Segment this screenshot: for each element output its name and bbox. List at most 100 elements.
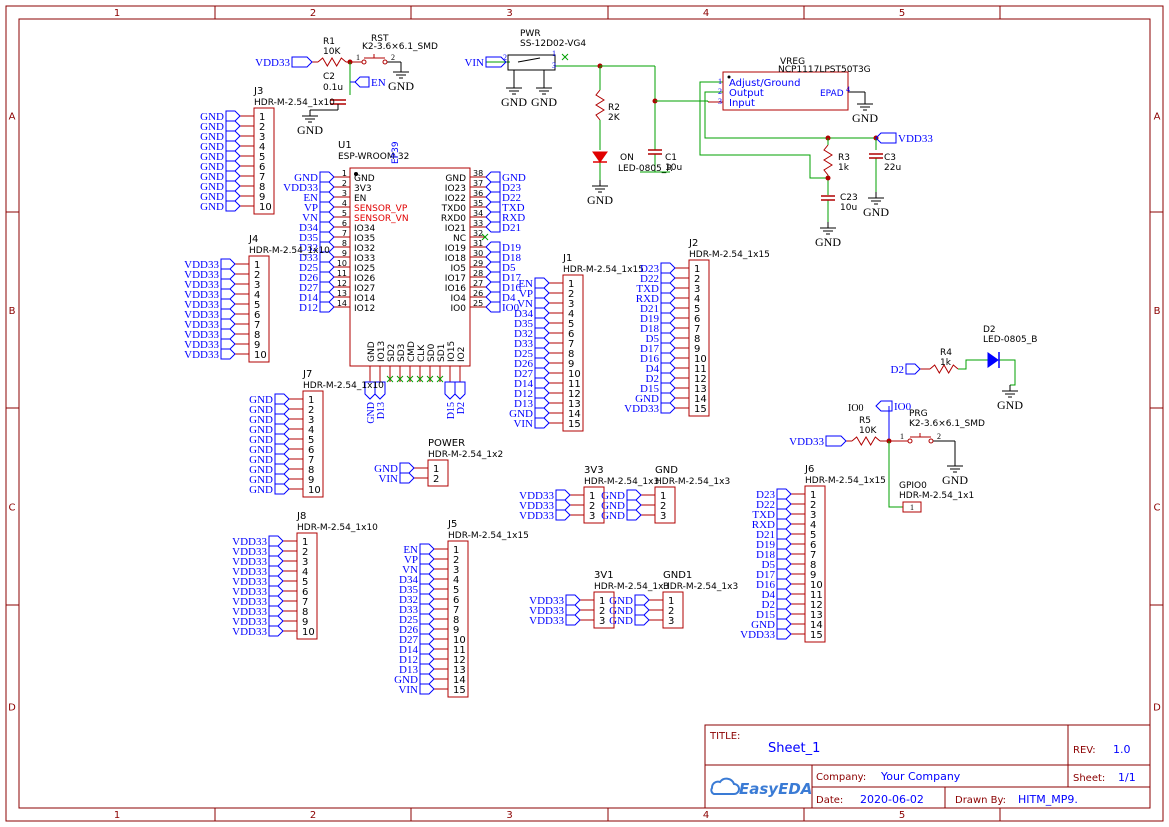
- net-flag: [634, 604, 650, 616]
- net-flag: [220, 268, 236, 280]
- led-on: [592, 151, 608, 163]
- part-value: K2-3.6×6.1_SMD: [909, 419, 985, 429]
- net-label: D13: [376, 402, 387, 419]
- net-label: TXD: [502, 202, 525, 214]
- pin-number: 2: [308, 405, 314, 416]
- pin-number: 3: [259, 132, 265, 143]
- pin-number: 14: [453, 675, 466, 686]
- net-label: VDD33: [255, 57, 290, 69]
- net-flag: [485, 251, 501, 263]
- net-label: D34: [514, 308, 533, 320]
- net-label: VDD33: [232, 586, 267, 598]
- net-label: D5: [502, 262, 516, 274]
- net-label: GND: [502, 172, 526, 184]
- net-flag: [274, 483, 290, 495]
- pin-name: EN: [354, 194, 366, 204]
- net-label: D16: [502, 282, 521, 294]
- part-ref: J5: [447, 519, 457, 530]
- ground-label: GND: [815, 235, 841, 249]
- net-label: D27: [399, 634, 418, 646]
- pin-number: 8: [259, 182, 265, 193]
- column-label: 4: [703, 8, 709, 19]
- net-label: GND: [601, 490, 625, 502]
- pin-name: RXD0: [441, 214, 466, 224]
- net-flag: [485, 221, 501, 233]
- pin-number: 15: [453, 685, 466, 696]
- net-flag: [319, 211, 335, 223]
- pin-number: 4: [302, 567, 308, 578]
- company-label: Company:: [816, 772, 866, 783]
- net-flag: [419, 663, 435, 675]
- net-label: VDD33: [232, 596, 267, 608]
- net-label: D17: [756, 569, 775, 581]
- net-label: D32: [299, 242, 318, 254]
- part-ref: R5: [859, 416, 871, 426]
- pin-number: 1: [254, 260, 260, 271]
- pin-number: 8: [568, 349, 574, 360]
- pin-name: IO35: [354, 234, 375, 244]
- net-flag: [225, 190, 241, 202]
- net-flag: [534, 397, 550, 409]
- part-value: HDR-M-2.54_1x3: [584, 477, 659, 487]
- net-flag: [825, 435, 847, 447]
- net-label: RXD: [502, 212, 525, 224]
- net-label: D4: [646, 363, 660, 375]
- sheet-title: Sheet_1: [768, 741, 820, 756]
- net-label: GND: [601, 510, 625, 522]
- ground-label: GND: [942, 473, 968, 487]
- net-flag: [660, 292, 676, 304]
- pin-name: 3V3: [354, 184, 372, 194]
- net-label: D18: [756, 549, 775, 561]
- row-label: D: [1153, 703, 1161, 714]
- pin-number: 30: [473, 249, 483, 258]
- net-flag: [399, 472, 415, 484]
- net-flag: [419, 623, 435, 635]
- net-label: D12: [514, 388, 533, 400]
- pin-name: IO17: [445, 274, 466, 284]
- net-label: GND: [200, 151, 224, 163]
- pin-name: IO33: [354, 254, 375, 264]
- pin-number: 1: [552, 49, 556, 58]
- net-label: D33: [299, 252, 318, 264]
- net-label: GND: [394, 674, 418, 686]
- pin-number: 29: [473, 259, 483, 268]
- pin-number: 1: [900, 432, 904, 441]
- pin-number: 2: [810, 500, 816, 511]
- net-label: IO0: [894, 401, 912, 413]
- pin-number: 8: [694, 334, 700, 345]
- net-flag: [534, 287, 550, 299]
- pin-number: 9: [453, 625, 459, 636]
- pin-number: 8: [342, 239, 347, 248]
- pin-name: TXD0: [441, 204, 467, 214]
- net-label: VDD33: [232, 566, 267, 578]
- ground-label: GND: [388, 79, 414, 93]
- net-label: GND: [366, 402, 377, 424]
- net-flag: [534, 387, 550, 399]
- net-label: GND: [249, 394, 273, 406]
- part-ref: GPIO0: [899, 481, 927, 491]
- net-label: EN: [371, 77, 386, 89]
- part-value: 1k: [940, 358, 952, 368]
- part-value: HDR-M-2.54_1x10: [249, 246, 330, 256]
- ground-label: GND: [297, 123, 323, 137]
- net-flag: [626, 499, 642, 511]
- net-flag: [875, 400, 893, 412]
- pin-name: IO21: [445, 224, 466, 234]
- net-flag: [776, 608, 792, 620]
- net-label: GND: [200, 131, 224, 143]
- pin-number: 7: [694, 324, 700, 335]
- net-label: GND: [374, 463, 398, 475]
- pin-number: 2: [433, 474, 439, 485]
- net-flag: [485, 271, 501, 283]
- pin-number: 6: [302, 587, 308, 598]
- pin-number: 5: [254, 300, 260, 311]
- column-label: 4: [703, 810, 709, 821]
- net-label: D23: [502, 182, 521, 194]
- part-ref: J2: [688, 238, 698, 249]
- net-label: GND: [249, 434, 273, 446]
- pin-number: 13: [810, 610, 823, 621]
- net-label: GND: [249, 404, 273, 416]
- net-flag: [268, 535, 284, 547]
- pin-number: 37: [473, 179, 483, 188]
